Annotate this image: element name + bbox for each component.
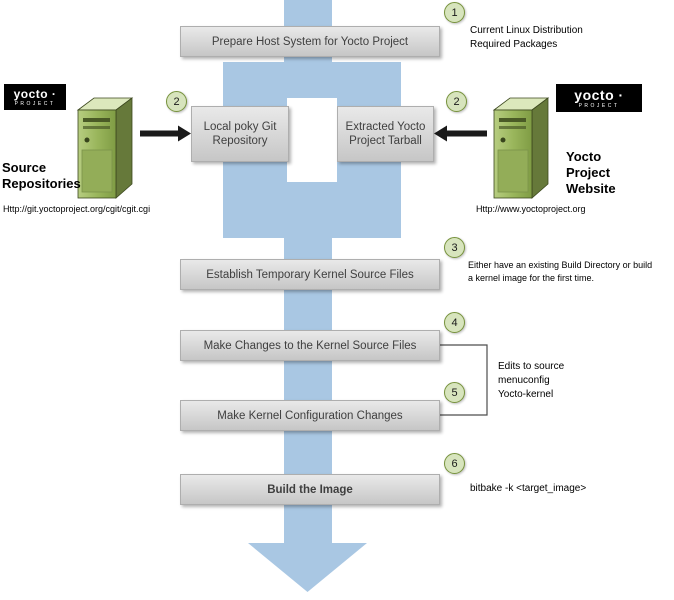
note-step-1: Current Linux Distribution Required Pack… <box>470 25 583 50</box>
flow-box-local-poky: Local poky Git Repository <box>191 106 289 162</box>
step-circle-1: 1 <box>444 2 465 23</box>
yocto-logo-right: yocto · PROJECT <box>556 84 642 112</box>
source-repositories-url: Http://git.yoctoproject.org/cgit/cgit.cg… <box>3 204 151 214</box>
step-circle-6: 6 <box>444 453 465 474</box>
step-circle-4: 4 <box>444 312 465 333</box>
yocto-website-url: Http://www.yoctoproject.org <box>476 204 586 214</box>
yocto-logo-left-subtext: PROJECT <box>14 100 56 107</box>
source-repos-server-icon <box>77 97 133 199</box>
edits-note-bracket <box>434 344 488 416</box>
yocto-website-label: Yocto Project Website <box>566 149 616 196</box>
right-server-arrow <box>434 125 487 142</box>
flow-box-extracted-tarball: Extracted Yocto Project Tarball <box>337 106 434 162</box>
flow-box-prepare-host: Prepare Host System for Yocto Project <box>180 26 440 57</box>
flow-box-make-changes: Make Changes to the Kernel Source Files <box>180 330 440 361</box>
yocto-logo-right-subtext: PROJECT <box>578 102 620 109</box>
note-step-6: bitbake -k <target_image> <box>470 483 587 494</box>
step-circle-2-left: 2 <box>166 91 187 112</box>
source-repositories-label: Source Repositories <box>2 160 81 191</box>
yocto-logo-right-text: yocto · <box>574 86 624 103</box>
left-server-arrow <box>140 125 191 142</box>
note-steps-4-5: Edits to source menuconfig Yocto-kernel <box>498 361 565 400</box>
flow-box-build-image: Build the Image <box>180 474 440 505</box>
note-step-3: Either have an existing Build Directory … <box>468 260 653 283</box>
main-flow-arrowhead <box>248 543 367 592</box>
step-circle-2-right: 2 <box>446 91 467 112</box>
yocto-logo-left-text: yocto · <box>13 86 57 101</box>
step-circle-5: 5 <box>444 382 465 403</box>
flow-split-gap <box>287 98 337 182</box>
flow-box-kernel-config-changes: Make Kernel Configuration Changes <box>180 400 440 431</box>
flow-box-establish-kernel-sources: Establish Temporary Kernel Source Files <box>180 259 440 290</box>
yocto-website-server-icon <box>493 97 549 199</box>
yocto-logo-left: yocto · PROJECT <box>4 84 66 110</box>
step-circle-3: 3 <box>444 237 465 258</box>
